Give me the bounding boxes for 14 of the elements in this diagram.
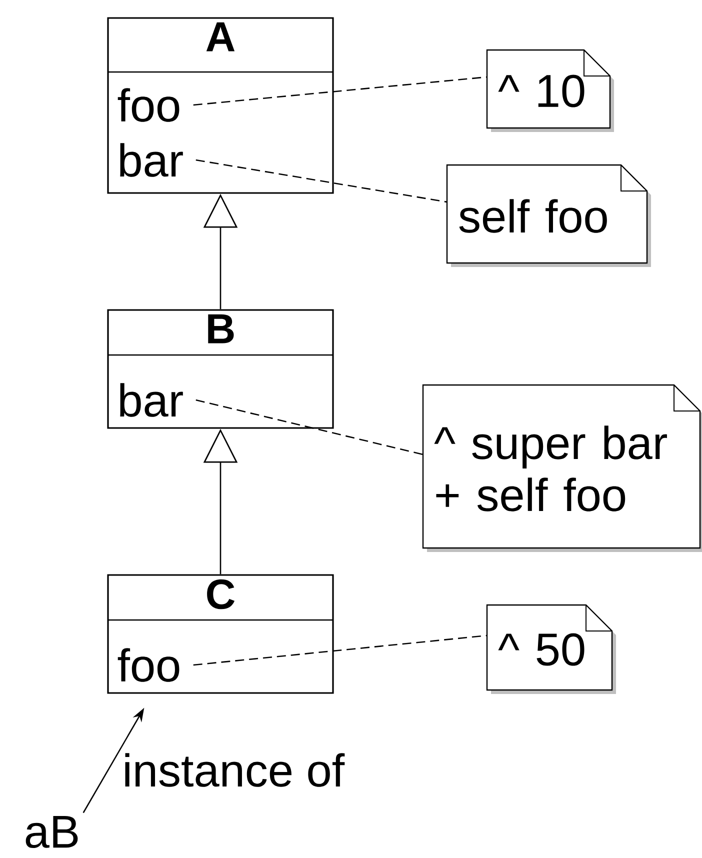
leader-line <box>193 634 488 666</box>
method-name: bar <box>120 383 183 417</box>
note-box: ^ super bar + self foo <box>422 384 702 552</box>
method-name: bar <box>120 143 183 177</box>
method-name: foo <box>118 88 180 122</box>
note-box: self foo <box>446 164 651 267</box>
object-name: aB <box>26 816 78 848</box>
edge-label: instance of <box>125 753 345 787</box>
note-box: ^ 10 <box>486 49 614 132</box>
leader-line <box>196 399 424 456</box>
note-box: ^ 50 <box>486 604 616 694</box>
leader-line <box>193 76 488 106</box>
method-name: foo <box>118 648 180 682</box>
leader-line <box>196 159 448 203</box>
